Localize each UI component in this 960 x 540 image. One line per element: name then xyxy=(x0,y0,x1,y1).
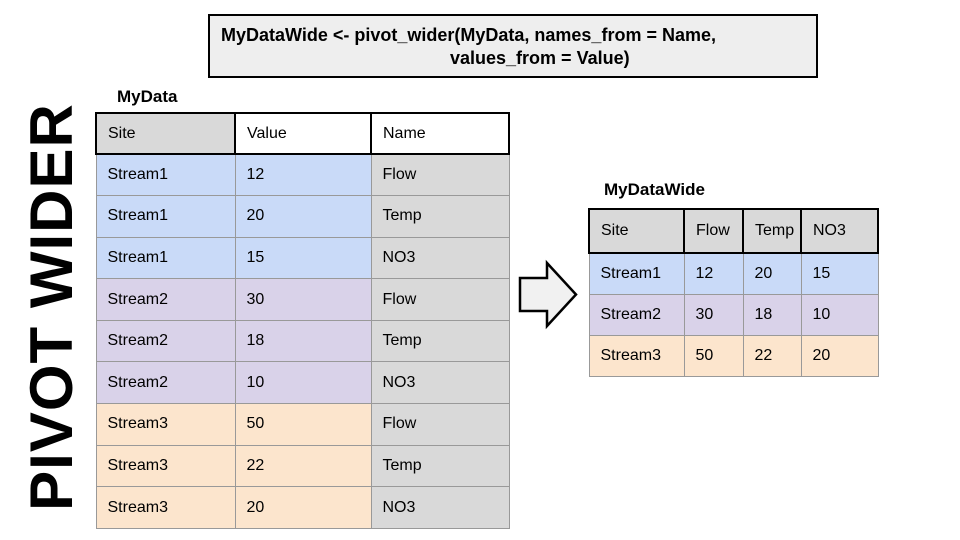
table-row: Stream1 15 NO3 xyxy=(95,236,510,280)
cell-name: Temp xyxy=(370,444,510,488)
block-arrow-right-icon xyxy=(516,258,580,331)
code-line-1: MyDataWide <- pivot_wider(MyData, names_… xyxy=(221,25,716,45)
cell-name: NO3 xyxy=(370,486,510,529)
cell-no3: 20 xyxy=(800,334,879,377)
table-row: Stream3 22 Temp xyxy=(95,444,510,488)
table-row: Stream2 18 Temp xyxy=(95,319,510,363)
page-title: PIVOT WIDER xyxy=(18,103,85,511)
wide-table-title: MyDataWide xyxy=(604,180,705,199)
cell-name: NO3 xyxy=(370,361,510,405)
cell-flow: 12 xyxy=(683,252,744,295)
col-header-name: Name xyxy=(370,112,510,155)
wide-table: Site Flow Temp NO3 Stream1 12 20 15 Stre… xyxy=(588,208,879,377)
table-row: Stream3 20 NO3 xyxy=(95,486,510,529)
cell-no3: 15 xyxy=(800,252,879,295)
col-header-value: Value xyxy=(234,112,372,155)
cell-site: Stream1 xyxy=(95,153,236,197)
cell-name: Temp xyxy=(370,319,510,363)
cell-site: Stream3 xyxy=(95,486,236,529)
cell-site: Stream1 xyxy=(95,236,236,280)
cell-name: Temp xyxy=(370,195,510,238)
table-row: Stream3 50 22 20 xyxy=(588,334,879,377)
cell-site: Stream1 xyxy=(95,195,236,238)
cell-flow: 50 xyxy=(683,334,744,377)
cell-site: Stream3 xyxy=(588,334,685,377)
table-row: Stream2 30 Flow xyxy=(95,278,510,321)
cell-name: Flow xyxy=(370,403,510,446)
cell-value: 22 xyxy=(234,444,372,488)
table-row: Stream2 30 18 10 xyxy=(588,293,879,336)
table-row: Stream1 12 20 15 xyxy=(588,252,879,295)
cell-temp: 20 xyxy=(742,252,802,295)
cell-value: 30 xyxy=(234,278,372,321)
cell-flow: 30 xyxy=(683,293,744,336)
col-header-site: Site xyxy=(588,208,685,254)
cell-temp: 22 xyxy=(742,334,802,377)
cell-site: Stream3 xyxy=(95,444,236,488)
long-table-title: MyData xyxy=(117,87,178,106)
cell-site: Stream2 xyxy=(95,319,236,363)
cell-value: 10 xyxy=(234,361,372,405)
cell-name: NO3 xyxy=(370,236,510,280)
cell-value: 20 xyxy=(234,486,372,529)
cell-temp: 18 xyxy=(742,293,802,336)
table-row: Stream2 10 NO3 xyxy=(95,361,510,405)
table-row: Stream1 20 Temp xyxy=(95,195,510,238)
code-box: MyDataWide <- pivot_wider(MyData, names_… xyxy=(208,14,818,78)
cell-value: 12 xyxy=(234,153,372,197)
long-table: Site Value Name Stream1 12 Flow Stream1 … xyxy=(95,112,510,529)
cell-site: Stream2 xyxy=(588,293,685,336)
cell-no3: 10 xyxy=(800,293,879,336)
cell-value: 18 xyxy=(234,319,372,363)
col-header-flow: Flow xyxy=(683,208,744,254)
cell-name: Flow xyxy=(370,153,510,197)
cell-site: Stream2 xyxy=(95,278,236,321)
cell-site: Stream3 xyxy=(95,403,236,446)
col-header-temp: Temp xyxy=(742,208,802,254)
code-line-2: values_from = Value) xyxy=(450,48,630,68)
cell-site: Stream1 xyxy=(588,252,685,295)
long-table-header-row: Site Value Name xyxy=(95,112,510,155)
col-header-site: Site xyxy=(95,112,236,155)
cell-site: Stream2 xyxy=(95,361,236,405)
cell-value: 50 xyxy=(234,403,372,446)
cell-name: Flow xyxy=(370,278,510,321)
cell-value: 20 xyxy=(234,195,372,238)
wide-table-header-row: Site Flow Temp NO3 xyxy=(588,208,879,254)
table-row: Stream1 12 Flow xyxy=(95,153,510,197)
cell-value: 15 xyxy=(234,236,372,280)
table-row: Stream3 50 Flow xyxy=(95,403,510,446)
col-header-no3: NO3 xyxy=(800,208,879,254)
